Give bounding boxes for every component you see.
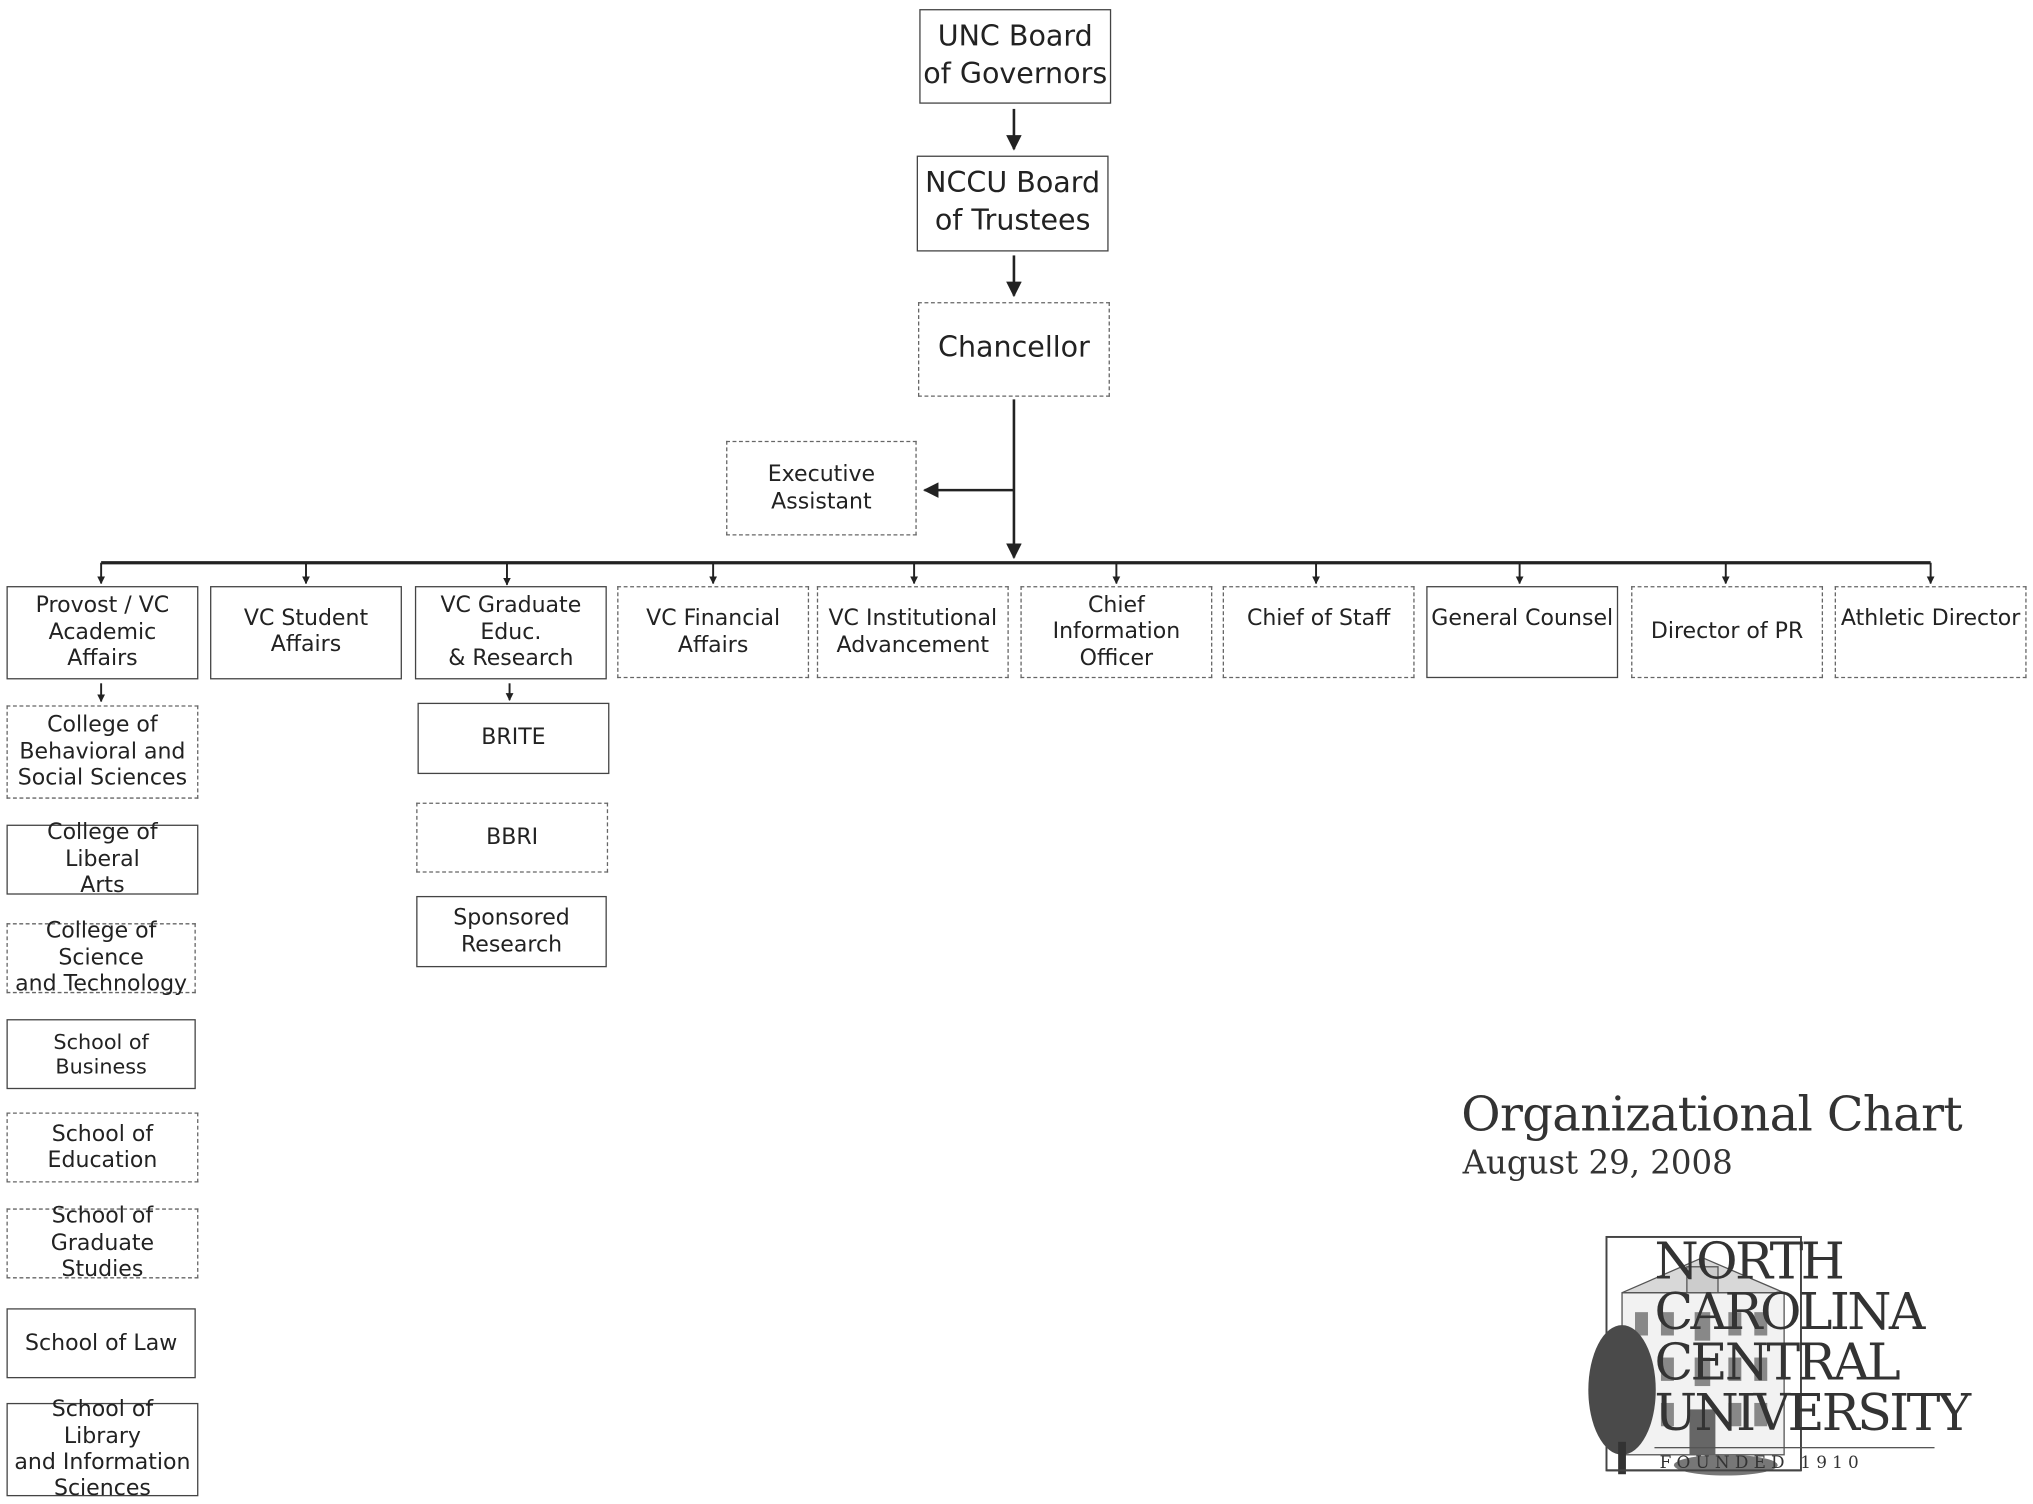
wordmark-line: University [1654, 1384, 1971, 1444]
wordmark-line: Carolina [1654, 1283, 1925, 1342]
academic-unit-box: College of Science and Technology [6, 919, 196, 997]
chief-of-staff-box: Chief of Staff [1222, 586, 1415, 679]
university-wordmark: North Carolina Central University [1654, 1233, 1971, 1444]
vc-financial-affairs-box: VC Financial Affairs [617, 586, 810, 679]
academic-unit-box: College of Liberal Arts [6, 820, 199, 899]
chart-date: August 29, 2008 [1462, 1143, 1733, 1182]
wordmark-rule [1654, 1447, 1935, 1449]
chief-information-officer-box: Chief Information Officer [1020, 586, 1213, 679]
research-unit-box: BBRI [416, 802, 609, 873]
academic-unit-box: College of Behavioral and Social Science… [6, 705, 199, 799]
vc-institutional-advancement-box: VC Institutional Advancement [816, 586, 1009, 679]
academic-unit-box: School of Law [6, 1308, 196, 1379]
wordmark-line: Central [1654, 1334, 1900, 1393]
chart-title: Organizational Chart [1461, 1086, 1963, 1143]
academic-unit-box: School of Education [6, 1112, 199, 1183]
vc-student-affairs-box: VC Student Affairs [210, 586, 402, 680]
chancellor-box: Chancellor [917, 302, 1110, 397]
wordmark-line: North [1654, 1233, 1844, 1292]
nccu-board-of-trustees-box: NCCU Board of Trustees [916, 155, 1109, 252]
academic-unit-box: School of Graduate Studies [6, 1204, 199, 1283]
university-building-logo [1588, 1235, 1802, 1476]
research-unit-box: BRITE [417, 702, 610, 775]
academic-unit-box: School of Business [6, 1019, 196, 1090]
general-counsel-box: General Counsel [1426, 586, 1619, 679]
director-of-pr-box: Director of PR [1631, 586, 1824, 679]
unc-board-of-governors-box: UNC Board of Governors [919, 9, 1112, 104]
vc-graduate-educ-box: VC Graduate Educ. & Research [414, 586, 607, 680]
executive-assistant-box: Executive Assistant [726, 440, 917, 536]
research-unit-box: Sponsored Research [416, 895, 607, 968]
academic-unit-box: School of Library and Information Scienc… [6, 1397, 199, 1502]
founded-text: FOUNDED 1910 [1659, 1453, 1864, 1473]
provost-box: Provost / VC Academic Affairs [6, 586, 199, 680]
athletic-director-box: Athletic Director [1834, 586, 2027, 679]
